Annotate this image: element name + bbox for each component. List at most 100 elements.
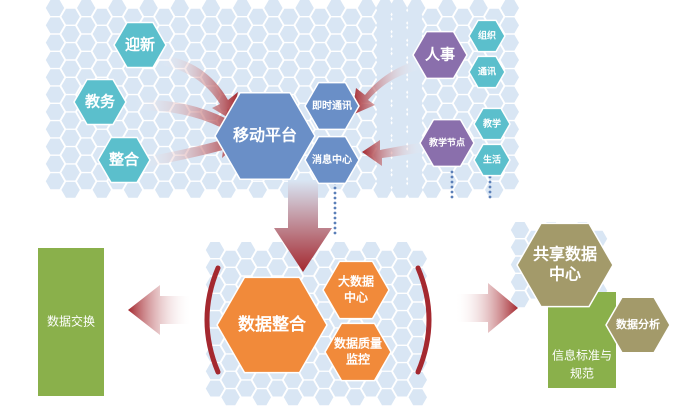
background-hex (438, 173, 457, 190)
connector-dot (333, 231, 337, 235)
background-hex (139, 86, 158, 103)
node-data-analysis[interactable]: 数据分析 (605, 296, 671, 354)
background-hex (485, 95, 504, 112)
background-hex (422, 8, 441, 25)
background-hex (217, 78, 236, 94)
connector-dot (333, 191, 337, 195)
background-hex (299, 363, 318, 380)
background-hex (139, 0, 158, 16)
node-teach[interactable]: 教学 (473, 107, 511, 141)
background-hex (438, 17, 457, 34)
background-hex (326, 17, 345, 34)
background-hex (283, 371, 303, 388)
background-hex (170, 121, 189, 138)
node-hr[interactable]: 人事 (412, 30, 468, 80)
background-hex (377, 371, 396, 388)
info-standard-line-1: 信息标准与 (552, 348, 612, 363)
background-hex (342, 8, 361, 25)
background-hex (45, 155, 65, 172)
node-message-center[interactable]: 消息中心 (304, 135, 360, 185)
background-hex (77, 52, 96, 68)
background-hex (361, 242, 381, 258)
background-hex (186, 181, 205, 198)
data-exchange-panel[interactable]: 数据交换 (38, 248, 104, 396)
background-hex (357, 69, 377, 86)
background-hex (510, 291, 530, 308)
background-hex (92, 60, 111, 77)
background-hex (299, 380, 318, 397)
node-mobile-platform-label: 移动平台 (233, 126, 297, 145)
node-data-integration[interactable]: 数据整合 (216, 276, 328, 374)
data-exchange-label: 数据交换 (47, 314, 95, 329)
connector-dot (333, 201, 337, 205)
node-mobile-platform[interactable]: 移动平台 (214, 91, 316, 181)
node-yingxin[interactable]: 迎新 (113, 21, 167, 69)
background-hex (205, 242, 225, 258)
node-life[interactable]: 生活 (473, 143, 511, 177)
background-hex (438, 86, 457, 103)
background-hex (295, 17, 314, 34)
background-hex (108, 0, 127, 16)
background-hex (283, 389, 303, 406)
background-hex (45, 17, 65, 34)
node-org[interactable]: 组织 (468, 19, 506, 53)
node-quality-monitor-shape (324, 322, 392, 382)
info-standard-panel[interactable]: 信息标准与 规范 (548, 292, 616, 388)
background-hex (469, 0, 488, 16)
background-hex (357, 121, 377, 138)
node-edu[interactable]: 教学节点 (419, 118, 475, 168)
background-hex (139, 69, 158, 86)
arrow-edu-to-platform (362, 140, 425, 166)
background-hex (264, 17, 283, 34)
background-hex (252, 371, 271, 388)
background-hex (357, 34, 377, 51)
background-hex (393, 363, 412, 380)
node-im-shape (304, 81, 360, 131)
connector-dot (450, 190, 454, 194)
background-hex (453, 164, 473, 181)
arrow-platform-to-data (274, 180, 332, 272)
background-hex (279, 43, 299, 60)
background-hex (264, 69, 283, 86)
node-life-shape (473, 143, 511, 177)
top-arrows (135, 55, 425, 168)
background-hex (311, 60, 330, 77)
node-im[interactable]: 即时通讯 (304, 81, 360, 131)
background-hex (375, 121, 395, 138)
background-hex (45, 138, 65, 155)
node-jiaowu[interactable]: 教务 (73, 78, 127, 126)
background-hex (221, 389, 240, 406)
background-hex (217, 8, 236, 25)
background-hex (201, 121, 221, 138)
node-zhenghe[interactable]: 整合 (97, 136, 151, 184)
arrow-hr-to-platform (352, 60, 420, 115)
background-hex (391, 43, 410, 60)
background-hex (295, 69, 314, 86)
background-hex (391, 95, 410, 112)
background-hex (264, 34, 283, 51)
background-hex (77, 34, 96, 51)
connector-dot (450, 195, 454, 199)
background-hex (342, 60, 361, 77)
background-hex (61, 112, 80, 129)
background-hex (407, 69, 426, 86)
background-hex (201, 52, 221, 68)
background-hex (233, 17, 252, 34)
background-hex (45, 34, 65, 51)
connector-dot (450, 185, 454, 189)
background-hex (205, 380, 225, 397)
connector-dot (488, 180, 492, 184)
background-hex (221, 354, 240, 371)
connector-dot (488, 190, 492, 194)
background-hex (77, 17, 96, 34)
connector-dot (450, 170, 454, 174)
background-hex (155, 8, 174, 25)
node-contact[interactable]: 通讯 (468, 55, 506, 89)
background-hex (453, 95, 473, 112)
background-hex (357, 17, 377, 34)
background-hex (407, 173, 426, 190)
background-hex (391, 112, 410, 129)
